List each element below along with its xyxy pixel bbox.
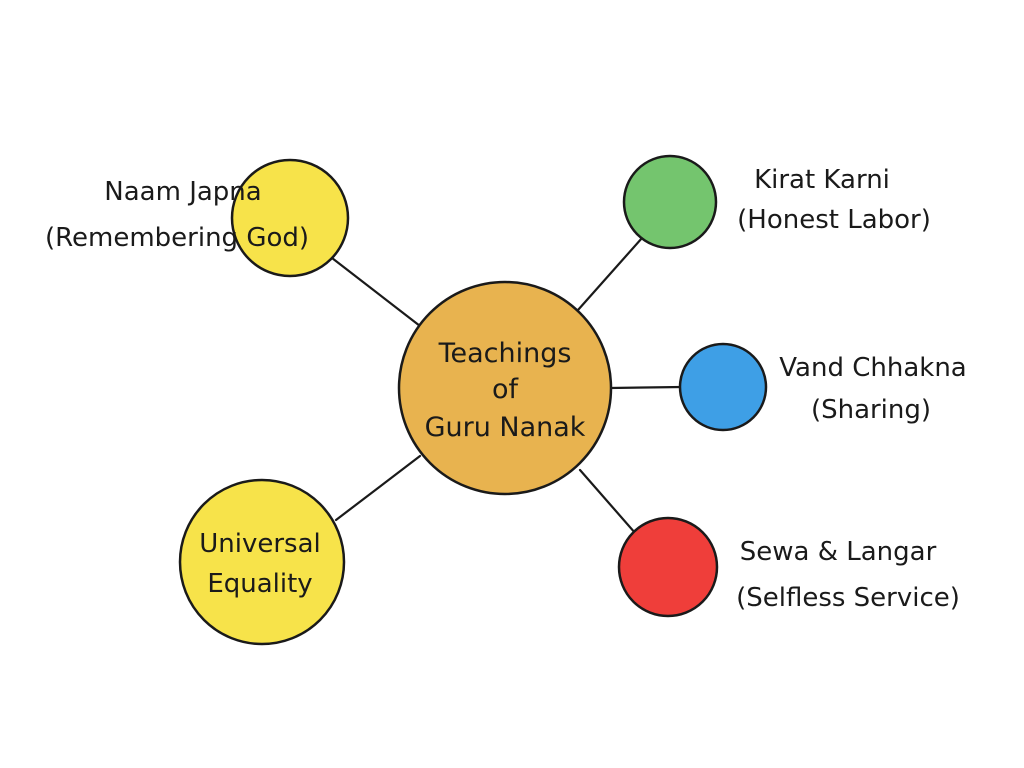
connector-naam-japna	[330, 256, 422, 328]
center-node: Teachings of Guru Nanak	[397, 280, 613, 496]
center-label-line-2: of	[492, 374, 520, 405]
node-label-naam-japna-2: (Remembering God)	[45, 223, 309, 253]
center-label-line-1: Teachings	[438, 338, 572, 369]
node-sewa-langar: Sewa & Langar (Selfless Service)	[617, 516, 960, 618]
node-circle-kirat-karni	[622, 154, 718, 250]
node-circle-vand-chhakna	[678, 342, 768, 432]
node-label-sewa-langar-2: (Selfless Service)	[736, 583, 960, 613]
node-kirat-karni: Kirat Karni (Honest Labor)	[622, 154, 931, 250]
node-label-naam-japna-1: Naam Japna	[104, 177, 261, 207]
node-label-vand-chhakna-2: (Sharing)	[811, 395, 931, 425]
node-label-universal-equality-2: Equality	[207, 569, 312, 599]
connector-sewa-langar	[578, 468, 638, 536]
center-circle	[397, 280, 613, 496]
node-label-sewa-langar-1: Sewa & Langar	[740, 537, 937, 567]
node-label-kirat-karni-1: Kirat Karni	[754, 165, 890, 195]
connectors	[330, 236, 684, 536]
connector-kirat-karni	[576, 236, 644, 312]
center-label-line-3: Guru Nanak	[425, 412, 586, 443]
node-universal-equality: Universal Equality	[178, 478, 346, 646]
node-circle-sewa-langar	[617, 516, 719, 618]
node-label-kirat-karni-2: (Honest Labor)	[737, 205, 931, 235]
node-circle-naam-japna	[230, 158, 350, 278]
node-label-vand-chhakna-1: Vand Chhakna	[779, 353, 966, 383]
connector-vand-chhakna	[608, 385, 684, 390]
connector-universal-equality	[334, 454, 422, 522]
node-label-universal-equality-1: Universal	[199, 529, 321, 559]
node-naam-japna: Naam Japna (Remembering God)	[45, 158, 350, 278]
node-vand-chhakna: Vand Chhakna (Sharing)	[678, 342, 967, 432]
node-circle-universal-equality	[178, 478, 346, 646]
